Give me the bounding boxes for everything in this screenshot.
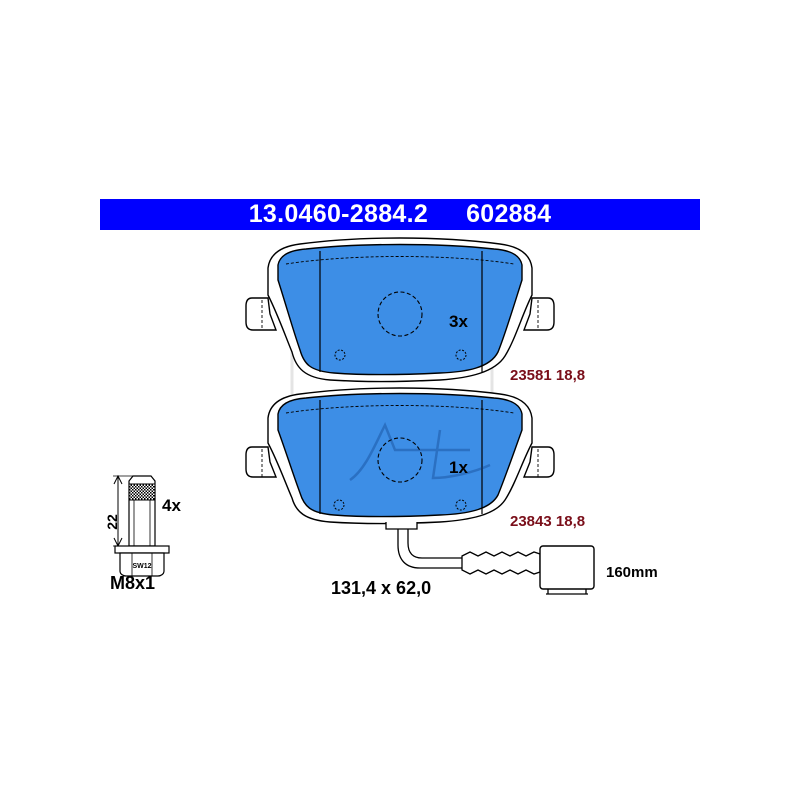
pad-top-quantity: 3x xyxy=(449,312,468,331)
wear-sensor xyxy=(385,522,595,595)
sensor-connector xyxy=(539,545,595,590)
part-number-banner: 13.0460-2884.2 602884 xyxy=(100,199,700,230)
ear-right-bottom xyxy=(522,446,555,478)
sensor-length-label: 160mm xyxy=(606,564,658,581)
center-circle-bottom xyxy=(377,437,423,483)
pad-bottom-quantity: 1x xyxy=(449,458,468,477)
pad-dimensions-label: 131,4 x 62,0 xyxy=(331,578,432,598)
ear-left-bottom xyxy=(245,446,278,478)
bolt-thread-label: M8x1 xyxy=(110,573,156,593)
friction-material-bottom xyxy=(277,392,523,518)
bolt-quantity-label: 4x xyxy=(162,496,181,515)
center-circle-top xyxy=(377,291,423,337)
ref-number: 602884 xyxy=(466,200,552,228)
sensor-boot xyxy=(461,551,541,575)
pad-top-code: 23581 18,8 xyxy=(510,367,586,384)
part-number: 13.0460-2884.2 xyxy=(248,200,429,228)
pad-bottom-code: 23843 18,8 xyxy=(510,513,586,530)
brake-pad-bottom xyxy=(245,387,555,525)
bolt-thread xyxy=(128,483,156,501)
bolt-head xyxy=(119,552,165,577)
ear-left-top xyxy=(245,297,278,331)
brake-pad-top xyxy=(245,237,555,383)
bolt-wrench-label: SW12 xyxy=(132,563,151,570)
bolt-length-label: 22 xyxy=(104,514,120,530)
ear-right-top xyxy=(522,297,555,331)
friction-material-top xyxy=(277,243,523,376)
bolt-diagram: 22 SW12 xyxy=(104,474,170,577)
